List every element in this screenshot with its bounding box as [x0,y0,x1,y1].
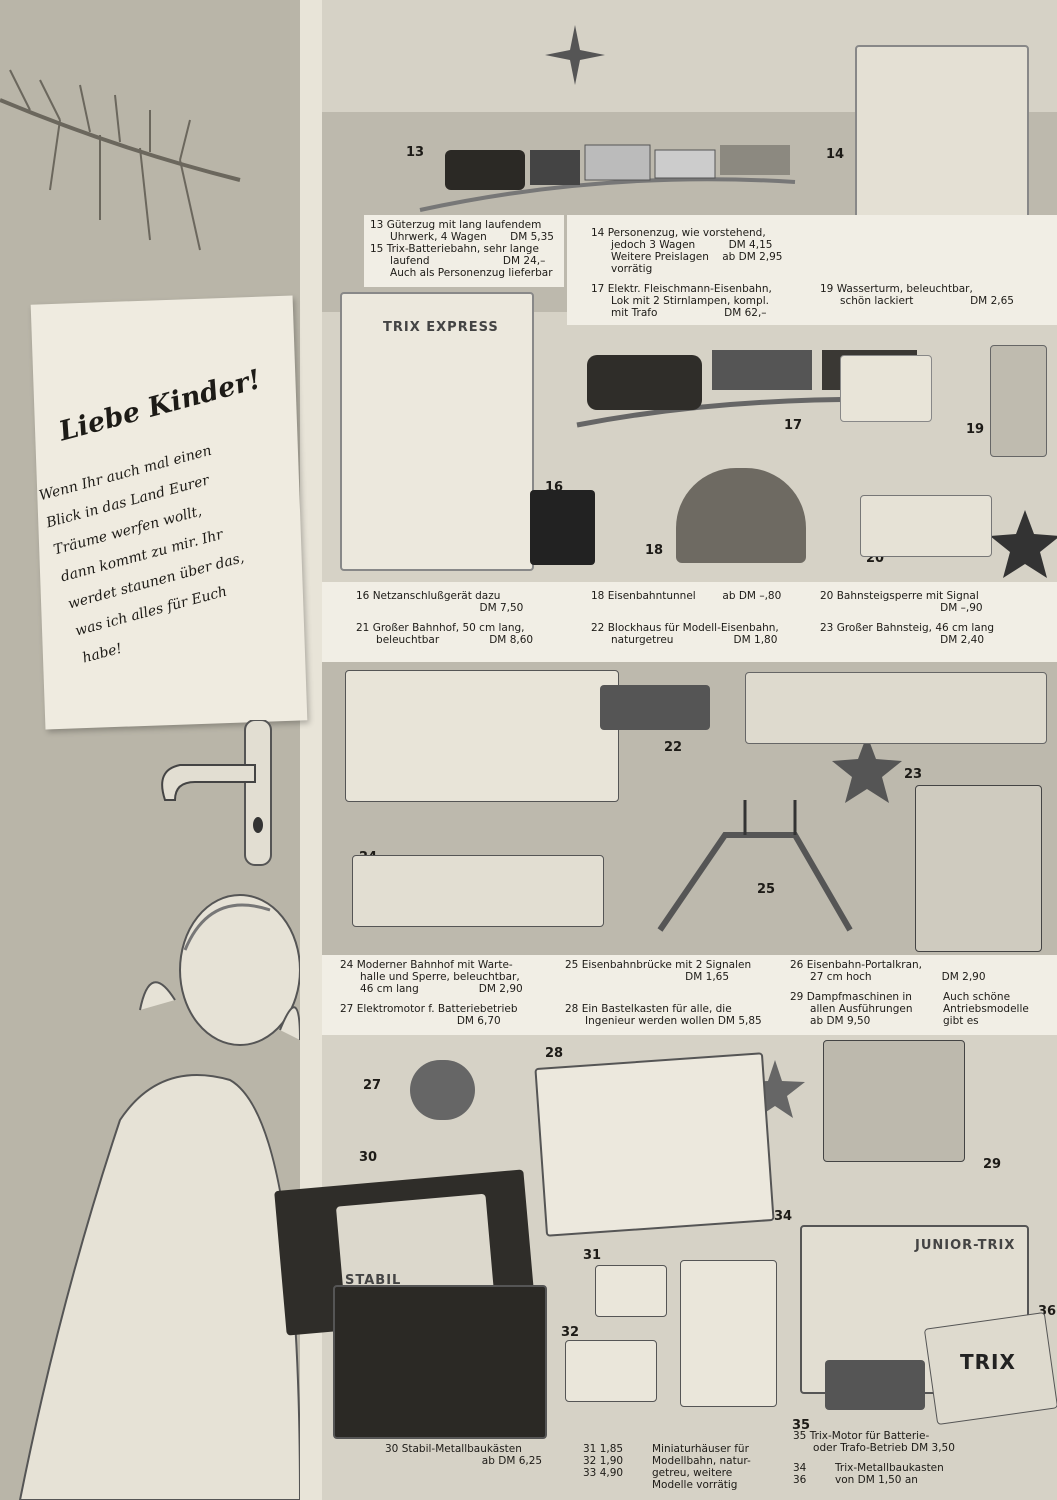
portal-crane-illustration [915,785,1042,952]
caption-item-29-note: Auch schöne Antriebsmodelle gibt es [943,991,1029,1027]
passenger-train-box [855,45,1029,244]
trix-motor-illustration [825,1360,925,1410]
caption-item-30: 30 Stabil-Metallbaukästen ab DM 6,25 [385,1443,543,1467]
transformer-illustration [840,355,932,422]
caption-item-17: 17 Elektr. Fleischmann-Eisenbahn, Lok mi… [591,283,772,319]
item-number: 29 [983,1157,1002,1172]
trix-label: TRIX [960,1350,1016,1374]
freight-train-illustration [419,144,796,212]
item-number: 31 [583,1248,602,1263]
caption-item-28: 28 Ein Bastelkasten für alle, die Ingeni… [565,1003,762,1027]
item-number: 32 [561,1325,580,1340]
stabil-kit-box [333,1285,547,1439]
fir-branch-illustration [0,69,241,251]
note-body: Wenn Ihr auch mal einen Blick in das Lan… [36,423,309,672]
large-station-illustration [345,670,619,802]
caption-item-16: 16 Netzanschlußgerät dazu DM 7,50 [356,590,524,614]
miniature-church-33 [680,1260,777,1407]
modern-station-illustration [352,855,604,927]
caption-item-35: 35 Trix-Motor für Batterie- oder Trafo-B… [793,1430,955,1454]
item-number: 14 [826,147,845,162]
item-number: 22 [664,740,683,755]
caption-strip [364,215,564,287]
item-number: 30 [359,1150,378,1165]
item-number: 13 [406,145,425,160]
miniature-house-32 [565,1340,657,1402]
junior-trix-label: JUNIOR-TRIX [915,1238,1016,1253]
caption-item-34-36: Trix-Metallbaukasten von DM 1,50 an [835,1462,944,1486]
caption-item-27: 27 Elektromotor f. Batteriebetrieb DM 6,… [340,1003,518,1027]
caption-item-19: 19 Wasserturm, beleuchtbar, schön lackie… [820,283,1014,307]
miniature-house-31 [595,1265,667,1317]
item-number: 17 [784,418,803,433]
item-number: 25 [757,882,776,897]
caption-strip [567,215,1057,325]
large-platform-illustration [745,672,1047,744]
caption-item-31-33-prices: 31 1,85 32 1,90 33 4,90 [583,1443,624,1479]
caption-item-29: 29 Dampfmaschinen in allen Ausführungen … [790,991,913,1027]
electric-motor-illustration [410,1060,475,1120]
caption-item-21: 21 Großer Bahnhof, 50 cm lang, beleuchtb… [356,622,534,646]
star-icon [745,1060,805,1118]
item-number: 23 [904,767,923,782]
trix-express-label: TRIX EXPRESS [383,320,499,335]
item-number: 18 [645,543,664,558]
caption-item-31-33: Miniaturhäuser für Modellbahn, natur- ge… [652,1443,751,1491]
caption-item-26: 26 Eisenbahn-Portalkran, 27 cm hoch DM 2… [790,959,986,983]
caption-item-24: 24 Moderner Bahnhof mit Warte- halle und… [340,959,523,995]
caption-strip [322,582,1057,662]
item-number: 28 [545,1046,564,1061]
item-number: 34 [774,1209,793,1224]
caption-item-22: 22 Blockhaus für Modell-Eisenbahn, natur… [591,622,779,646]
platform-gate-illustration [860,495,992,557]
trix-express-box [340,292,534,571]
steam-engine-illustration [823,1040,965,1162]
item-number: 27 [363,1078,382,1093]
railway-bridge-illustration [657,800,853,932]
construction-kit-box [534,1052,775,1237]
star-icon [832,735,902,803]
caption-item-18: 18 Eisenbahntunnel ab DM –,80 [591,590,782,602]
tunnel-illustration [676,468,806,563]
caption-item-20: 20 Bahnsteigsperre mit Signal DM –,90 [820,590,983,614]
note-card: Liebe Kinder! Wenn Ihr auch mal einen Bl… [30,295,309,730]
stabil-label: STABIL [345,1273,402,1288]
door-handle-illustration [161,720,272,866]
item-number: 19 [966,422,985,437]
caption-strip [322,955,1057,1035]
caption-item-23: 23 Großer Bahnsteig, 46 cm lang DM 2,40 [820,622,995,646]
blockhouse-illustration [600,685,710,730]
star-icon [990,510,1057,578]
door-edge [300,0,322,1500]
water-tower-illustration [990,345,1047,457]
star-icon [545,25,605,85]
caption-item-25: 25 Eisenbahnbrücke mit 2 Signalen DM 1,6… [565,959,752,983]
item-number: 35 [792,1418,811,1433]
child-illustration [18,894,300,1500]
caption-item-13-15: 13 Güterzug mit lang laufendem Uhrwerk, … [370,219,554,279]
caption-item-34-36-numbers: 34 36 [793,1462,807,1486]
caption-item-14: 14 Personenzug, wie vorstehend, jedoch 3… [591,227,783,275]
power-supply-illustration [530,490,595,565]
